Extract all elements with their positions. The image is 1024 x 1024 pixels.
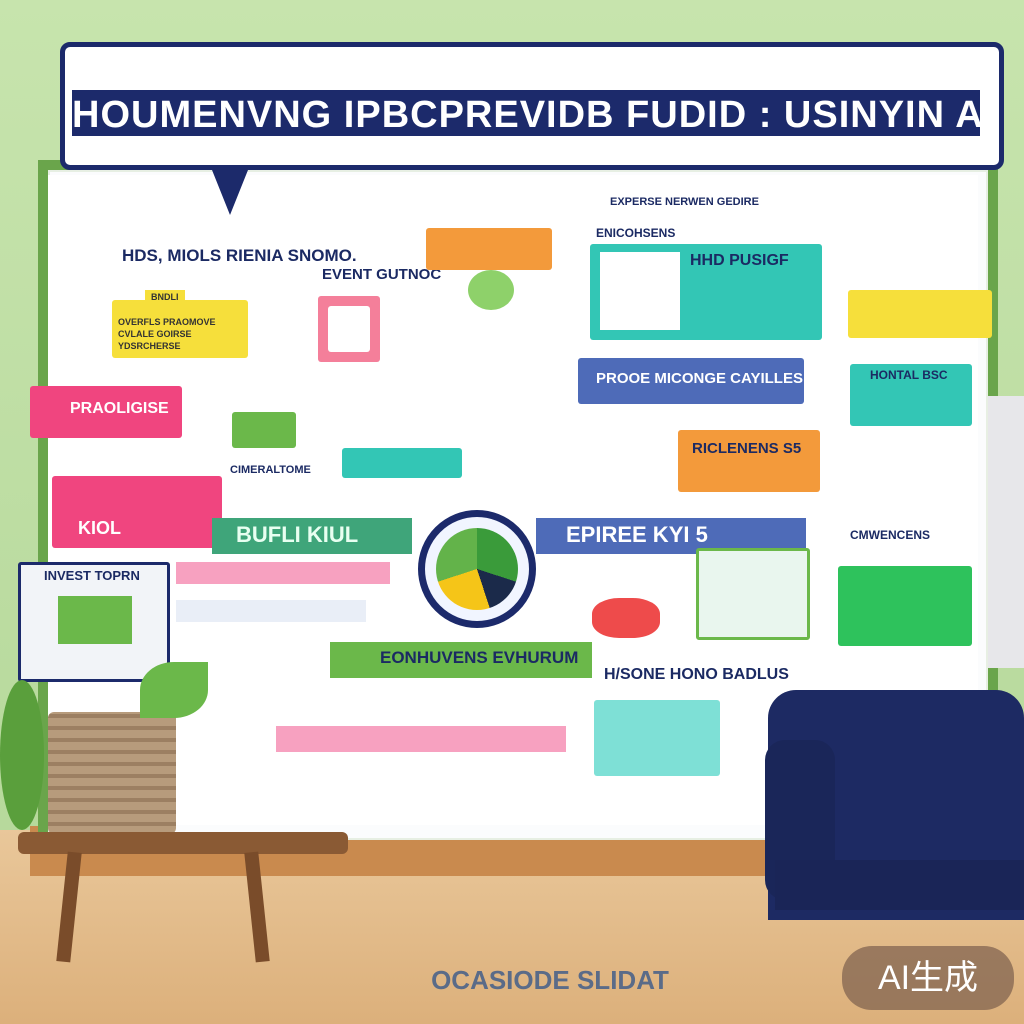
gray-strip (176, 600, 366, 622)
teal-panel-title: HHD PUSIGF (690, 252, 789, 269)
orange-card-top (426, 228, 552, 270)
invest-panel-title: INVEST TOPRN (44, 568, 140, 583)
teal-panel-header: ENICOHSENS (596, 226, 676, 240)
pink-left-box (30, 386, 182, 438)
orange-box-text: RICLENENS S5 (692, 440, 802, 457)
label-chart: CIMERALTOME (230, 464, 311, 476)
wall-panel (988, 396, 1024, 668)
green-blob (468, 270, 514, 310)
label-house: H/SONE HONO BADLUS (604, 666, 789, 683)
pink-strip-1 (176, 562, 390, 584)
teal-small (342, 448, 462, 478)
label-event: EVENT GUTNOC (322, 266, 442, 283)
blue-banner-text: EPIREE KYI 5 (566, 522, 708, 547)
teal-right-text: HONTAL BSC (870, 368, 948, 382)
blue-right-box (578, 358, 804, 404)
piggy-bank-icon (592, 598, 660, 638)
plant-leaf-1 (140, 662, 208, 718)
green-card (232, 412, 296, 448)
blue-right-text: PROOE MICONGE CAYILLES (596, 370, 803, 387)
footer-logo-text: OCASIODE SLIDAT (431, 965, 669, 995)
pink-left-text: PRAOLIGISE (70, 400, 169, 417)
plant-basket (48, 712, 176, 834)
green-banner (212, 518, 412, 554)
invest-chart (58, 596, 132, 644)
label-convenience: CMWENCENS (850, 528, 930, 542)
teal-panel-grid (600, 252, 680, 330)
pink-card-inner (328, 306, 370, 352)
yellow-box-text: OVERFLS PRAOMOVE CVLALE GOIRSE YDSRCHERS… (118, 317, 216, 351)
yellow-box (112, 300, 248, 358)
green-bottom-banner (330, 642, 592, 678)
green-box-right (838, 566, 972, 646)
pink-strip-bottom (276, 726, 566, 752)
armchair-base (775, 860, 1024, 910)
teal-box-bottom (594, 700, 720, 776)
pink-left-box-2 (52, 476, 222, 548)
yellow-box-title: BNDLI (145, 290, 185, 304)
page-title: HOUMENVNG IPBCPREVIDB FUDID : USINYIN AI (72, 94, 980, 136)
label-top-left: HDS, MIOLS RIENIA SNOMO. (122, 246, 357, 265)
label-header-top: EXPERSE NERWEN GEDIRE (610, 196, 759, 208)
hub-icon (436, 528, 518, 610)
pink-left-text-2: KIOL (78, 518, 121, 538)
yellow-box-right (848, 290, 992, 338)
orange-box (678, 430, 820, 492)
green-banner-text: BUFLI KIUL (236, 522, 359, 547)
ai-generated-badge: AI生成 (842, 946, 1014, 1010)
green-card-right (696, 548, 810, 640)
title-band (72, 90, 980, 136)
teal-right-box (850, 364, 972, 426)
side-table (18, 832, 348, 854)
title-pointer (210, 165, 250, 215)
plant-leaf-2 (0, 680, 44, 830)
green-bottom-text: EONHUVENS EVHURUM (380, 648, 579, 667)
